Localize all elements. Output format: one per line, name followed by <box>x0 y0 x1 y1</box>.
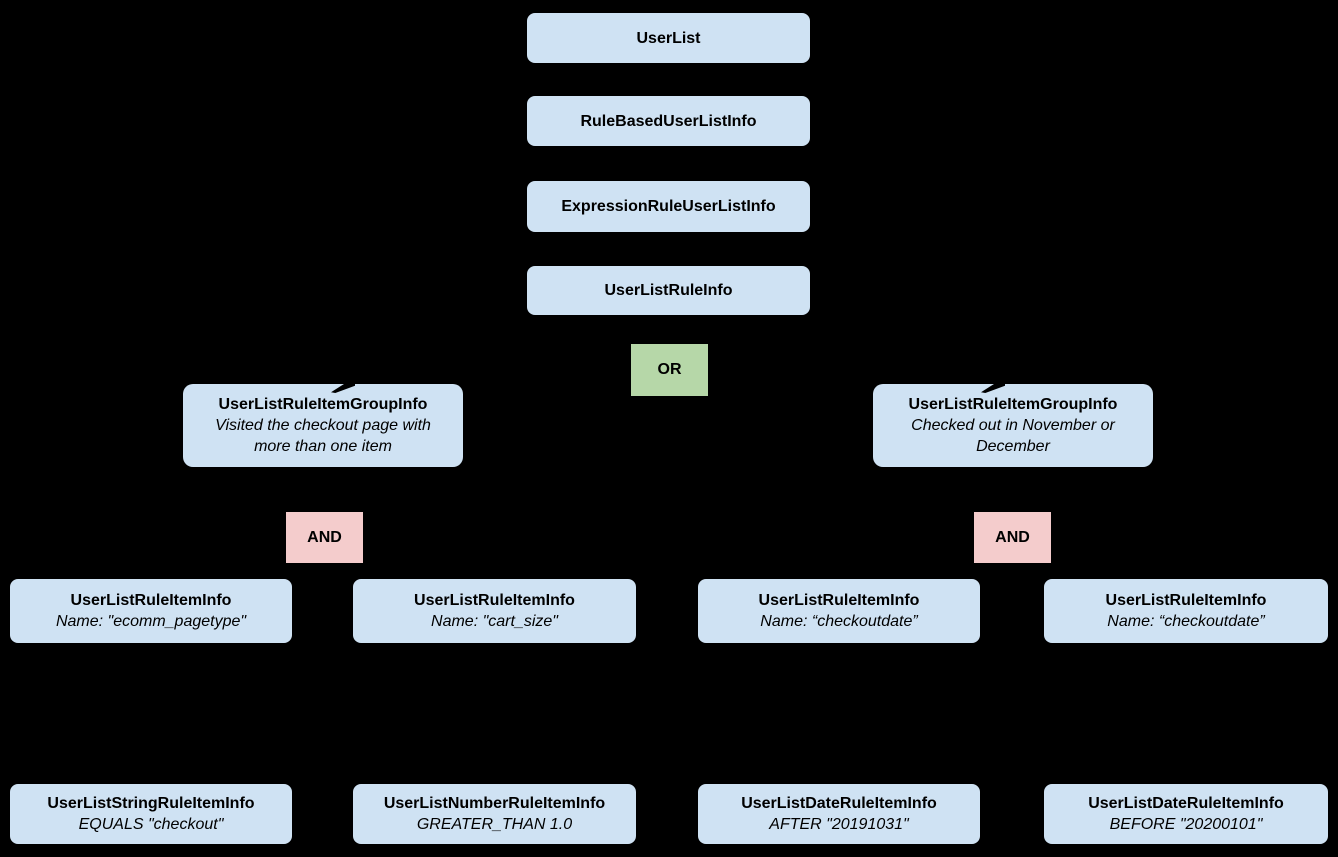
node-title: UserListRuleItemGroupInfo <box>908 396 1118 413</box>
node-subtitle: BEFORE "20200101" <box>1109 816 1263 833</box>
node-stringruleitem: UserListStringRuleItemInfo EQUALS "check… <box>10 784 292 844</box>
node-ruleitem-ecomm-pagetype: UserListRuleItemInfo Name: "ecomm_pagety… <box>10 579 292 643</box>
node-userlist: UserList <box>527 13 810 63</box>
node-title: UserListRuleItemInfo <box>414 592 575 609</box>
node-numberruleitem: UserListNumberRuleItemInfo GREATER_THAN … <box>353 784 636 844</box>
node-subtitle: GREATER_THAN 1.0 <box>416 816 573 833</box>
node-title: UserListNumberRuleItemInfo <box>383 795 606 812</box>
node-dateruleitem-before: UserListDateRuleItemInfo BEFORE "2020010… <box>1044 784 1328 844</box>
node-subtitle: Name: "ecomm_pagetype" <box>55 613 247 630</box>
node-subtitle: EQUALS "checkout" <box>78 816 224 833</box>
or-label: OR <box>657 361 682 378</box>
node-title: UserListDateRuleItemInfo <box>1088 795 1284 812</box>
node-ruleitemgroup-left: UserListRuleItemGroupInfo Visited the ch… <box>183 384 463 467</box>
node-subtitle: Name: “checkoutdate” <box>1107 613 1265 630</box>
node-title: UserListRuleItemGroupInfo <box>218 396 428 413</box>
node-ruleitem-cart-size: UserListRuleItemInfo Name: "cart_size" <box>353 579 636 643</box>
node-title: UserListRuleItemInfo <box>758 592 920 609</box>
node-dateruleitem-after: UserListDateRuleItemInfo AFTER "20191031… <box>698 784 980 844</box>
node-userlistruleinfo: UserListRuleInfo <box>527 266 810 315</box>
node-label: ExpressionRuleUserListInfo <box>561 198 776 215</box>
node-title: UserListStringRuleItemInfo <box>47 795 255 812</box>
node-rulebaseduserlistinfo: RuleBasedUserListInfo <box>527 96 810 146</box>
node-label: UserList <box>636 29 701 47</box>
node-expressionruleuserlistinfo: ExpressionRuleUserListInfo <box>527 181 810 232</box>
node-title: UserListDateRuleItemInfo <box>741 795 937 812</box>
node-ruleitemgroup-right: UserListRuleItemGroupInfo Checked out in… <box>873 384 1153 467</box>
or-operator-badge: OR <box>631 344 708 396</box>
node-subtitle: Checked out in November or December <box>911 417 1115 455</box>
and-operator-badge-right: AND <box>974 512 1051 563</box>
node-label: RuleBasedUserListInfo <box>580 112 757 130</box>
node-label: UserListRuleInfo <box>604 282 733 299</box>
node-subtitle: Name: “checkoutdate” <box>760 613 918 630</box>
node-title: UserListRuleItemInfo <box>70 592 232 609</box>
node-subtitle: Name: "cart_size" <box>431 613 558 630</box>
and-label: AND <box>995 528 1030 546</box>
node-ruleitem-checkoutdate-1: UserListRuleItemInfo Name: “checkoutdate… <box>698 579 980 643</box>
node-subtitle: AFTER "20191031" <box>769 816 909 833</box>
and-label: AND <box>307 528 342 546</box>
node-title: UserListRuleItemInfo <box>1105 592 1267 609</box>
node-ruleitem-checkoutdate-2: UserListRuleItemInfo Name: “checkoutdate… <box>1044 579 1328 643</box>
and-operator-badge-left: AND <box>286 512 363 563</box>
node-subtitle: Visited the checkout page with more than… <box>215 417 431 455</box>
